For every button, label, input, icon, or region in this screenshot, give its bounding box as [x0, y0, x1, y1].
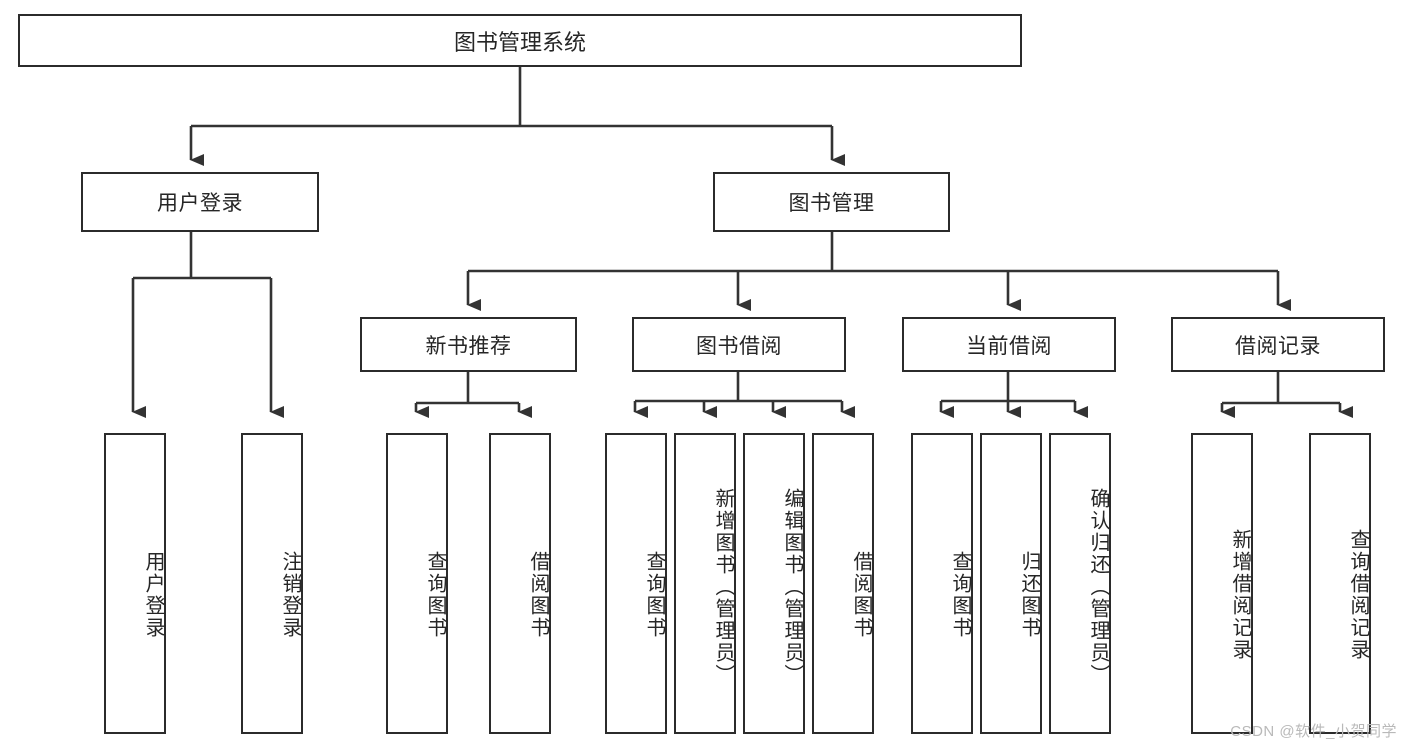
node-book-management-label: 图书管理	[788, 192, 875, 215]
node-root-label: 图书管理系统	[453, 29, 586, 55]
node-leaf-borrow-book-2-label: 借阅图书	[850, 550, 872, 639]
node-leaf-edit-book-label: 编辑图书（管理员）	[781, 487, 803, 686]
watermark: CSDN @软件_小贺同学	[1230, 723, 1397, 740]
node-leaf-query-book-1-label: 查询图书	[424, 550, 446, 639]
node-user-login[interactable]: 用户登录	[81, 172, 319, 232]
node-book-borrow[interactable]: 图书借阅	[632, 317, 846, 372]
node-leaf-return-book-label: 归还图书	[1018, 550, 1040, 639]
node-leaf-add-book-label: 新增图书（管理员）	[712, 487, 734, 686]
node-current-borrow-label: 当前借阅	[966, 334, 1052, 358]
node-borrow-record[interactable]: 借阅记录	[1171, 317, 1385, 372]
node-leaf-query-book-3[interactable]: 查询图书	[911, 433, 973, 734]
node-book-management[interactable]: 图书管理	[713, 172, 950, 232]
node-leaf-add-record-label: 新增借阅记录	[1229, 528, 1251, 661]
node-leaf-borrow-book-2[interactable]: 借阅图书	[812, 433, 874, 734]
node-leaf-add-record[interactable]: 新增借阅记录	[1191, 433, 1253, 734]
node-leaf-query-book-3-label: 查询图书	[949, 550, 971, 639]
node-root[interactable]: 图书管理系统	[18, 14, 1022, 67]
node-leaf-borrow-book-1-label: 借阅图书	[527, 550, 549, 639]
node-leaf-query-book-2-label: 查询图书	[643, 550, 665, 639]
node-new-book-recommend-label: 新书推荐	[425, 334, 512, 358]
node-leaf-logout-login[interactable]: 注销登录	[241, 433, 303, 734]
node-leaf-borrow-book-1[interactable]: 借阅图书	[489, 433, 551, 734]
node-leaf-user-login[interactable]: 用户登录	[104, 433, 166, 734]
node-leaf-confirm-return[interactable]: 确认归还（管理员）	[1049, 433, 1111, 734]
node-leaf-edit-book[interactable]: 编辑图书（管理员）	[743, 433, 805, 734]
node-leaf-query-book-2[interactable]: 查询图书	[605, 433, 667, 734]
node-leaf-user-login-label: 用户登录	[142, 550, 164, 639]
node-leaf-add-book[interactable]: 新增图书（管理员）	[674, 433, 736, 734]
node-leaf-logout-login-label: 注销登录	[279, 550, 301, 639]
node-leaf-query-record[interactable]: 查询借阅记录	[1309, 433, 1371, 734]
node-leaf-query-record-label: 查询借阅记录	[1347, 528, 1369, 661]
node-book-borrow-label: 图书借阅	[696, 334, 782, 358]
node-current-borrow[interactable]: 当前借阅	[902, 317, 1116, 372]
node-leaf-confirm-return-label: 确认归还（管理员）	[1087, 487, 1109, 686]
node-borrow-record-label: 借阅记录	[1235, 334, 1321, 358]
node-leaf-query-book-1[interactable]: 查询图书	[386, 433, 448, 734]
node-leaf-return-book[interactable]: 归还图书	[980, 433, 1042, 734]
node-user-login-label: 用户登录	[157, 192, 243, 215]
node-new-book-recommend[interactable]: 新书推荐	[360, 317, 577, 372]
